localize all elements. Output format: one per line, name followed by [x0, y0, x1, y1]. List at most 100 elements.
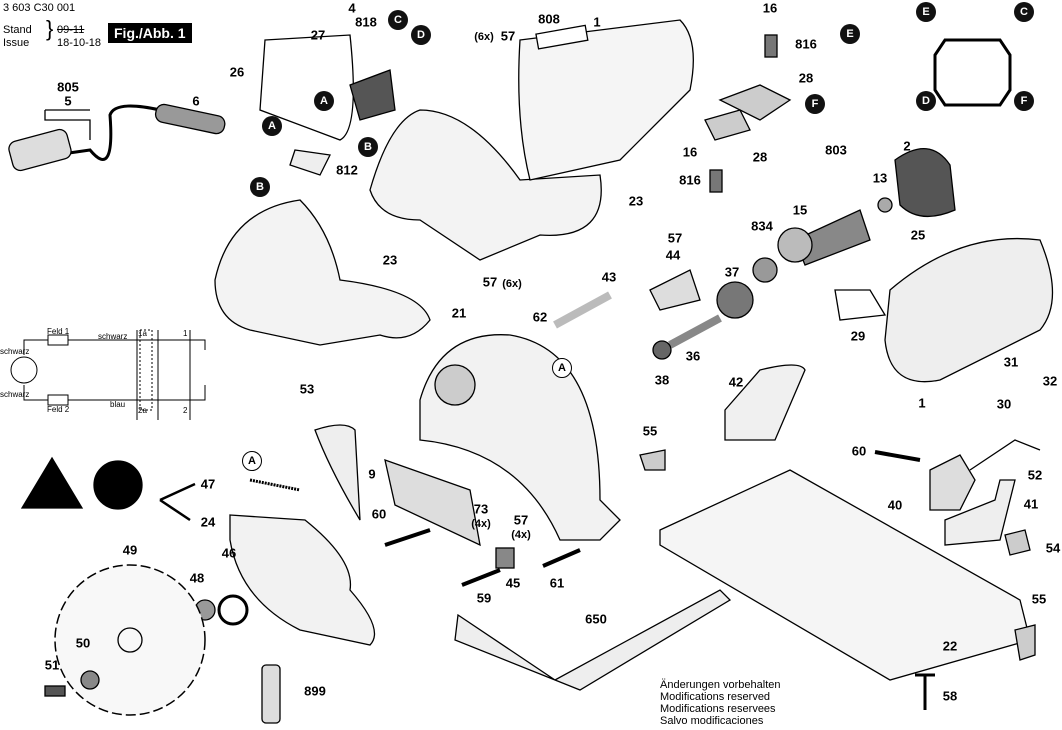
part-label: 30 — [996, 396, 1012, 412]
lever-44 — [649, 269, 701, 311]
knob-45 — [495, 547, 515, 569]
motor-housing-1b — [884, 237, 1054, 383]
angle-scale-40 — [929, 454, 976, 511]
terminal-label: 1 — [183, 329, 188, 338]
parallel-guide-650 — [454, 589, 732, 691]
part-label: 16 — [682, 144, 698, 160]
blade-hole — [117, 627, 143, 653]
part-label: 51 — [44, 657, 60, 673]
part-label: 55 — [642, 423, 658, 439]
read-manual-icon — [93, 460, 143, 510]
part-label: 818 — [355, 14, 377, 30]
part-label: 45 — [505, 575, 521, 591]
wire-label: schwarz — [0, 390, 30, 399]
part-label: 48 — [189, 570, 205, 586]
leader-805 — [44, 109, 91, 140]
handle-housing-23 — [369, 109, 602, 261]
gear-37 — [716, 281, 754, 319]
part-label: 816 — [795, 36, 817, 52]
part-label: 53 — [299, 381, 315, 397]
notes: Änderungen vorbehalten Modifications res… — [660, 679, 780, 727]
flange-50 — [80, 670, 100, 690]
connector-a: A — [262, 116, 282, 136]
old-date: 09-11 — [57, 24, 85, 36]
bearing-38 — [652, 340, 672, 360]
note-line: Änderungen vorbehalten — [660, 679, 781, 691]
part-label: 32 — [1042, 373, 1058, 389]
power-cord — [19, 104, 161, 162]
brush-holder — [704, 109, 751, 141]
part-label: 805 — [57, 79, 79, 95]
base-plate-22 — [659, 469, 1031, 681]
part-label: 52 — [1027, 467, 1043, 483]
part-label: (4x) — [511, 529, 531, 541]
motor-housing-1 — [518, 19, 694, 181]
connector-f: F — [805, 94, 825, 114]
connector-d: D — [916, 91, 936, 111]
clip-55b — [1014, 624, 1036, 661]
reference-a: A — [242, 451, 262, 471]
stand-label: Stand — [3, 24, 32, 36]
cord-sleeve — [154, 103, 226, 135]
lever-53 — [314, 424, 361, 521]
part-label: (6x) — [474, 31, 494, 43]
stator-2 — [894, 147, 956, 217]
wire-label: schwarz — [98, 332, 128, 341]
ring-834 — [752, 257, 778, 283]
part-label: 73 — [473, 501, 489, 517]
lower-guard-24 — [229, 514, 376, 646]
part-label: 22 — [942, 638, 958, 654]
bearing-13 — [877, 197, 893, 213]
bolt-51 — [44, 685, 66, 697]
clip-55 — [639, 449, 666, 471]
connector-c: C — [1014, 2, 1034, 22]
stator-ring — [933, 38, 1012, 107]
screw-60b — [874, 450, 921, 462]
knob-54 — [1004, 529, 1031, 556]
part-label: 26 — [229, 64, 245, 80]
part-label: 2 — [903, 138, 911, 154]
connector-a: A — [314, 91, 334, 111]
spring-47 — [249, 478, 301, 492]
connector-b: B — [250, 177, 270, 197]
screw-58 — [915, 673, 935, 710]
part-label: 57 — [513, 512, 529, 528]
part-label: 9 — [368, 466, 376, 482]
part-label: 28 — [798, 70, 814, 86]
pin-43 — [553, 291, 612, 329]
part-label: 24 — [200, 514, 216, 530]
part-label: 60 — [371, 506, 387, 522]
part-label: 42 — [728, 374, 744, 390]
new-date: 18-10-18 — [57, 37, 102, 49]
plug — [8, 128, 72, 172]
part-label: 31 — [1003, 354, 1019, 370]
handle-housing-23b — [214, 199, 431, 346]
note-line: Modifications reservees — [660, 703, 776, 715]
terminal-label: 2a — [138, 406, 147, 415]
pin-61 — [542, 548, 581, 568]
part-label: 61 — [549, 575, 565, 591]
connector-b: B — [358, 137, 378, 157]
part-label: 808 — [538, 11, 560, 27]
part-label: 15 — [792, 202, 808, 218]
grease-899 — [261, 664, 281, 724]
connector-d: D — [411, 25, 431, 45]
note-line: Modifications reserved — [660, 691, 771, 703]
brush-holder — [718, 84, 792, 121]
wire-label: Feld 1 — [47, 327, 70, 336]
figure-title: Fig./Abb. 1 — [108, 23, 192, 43]
clamp-812 — [289, 149, 331, 176]
part-label: 60 — [851, 443, 867, 459]
part-label: 899 — [304, 683, 326, 699]
ring-46 — [217, 594, 249, 626]
part-label: 62 — [532, 309, 548, 325]
arrow-47 — [159, 482, 196, 522]
part-label: 5 — [64, 93, 72, 109]
part-label: 46 — [221, 545, 237, 561]
part-label: 650 — [585, 611, 607, 627]
part-label: 27 — [310, 27, 326, 43]
note-line: Salvo modificaciones — [660, 715, 764, 727]
part-label: 812 — [336, 162, 358, 178]
part-label: 1 — [918, 395, 926, 411]
